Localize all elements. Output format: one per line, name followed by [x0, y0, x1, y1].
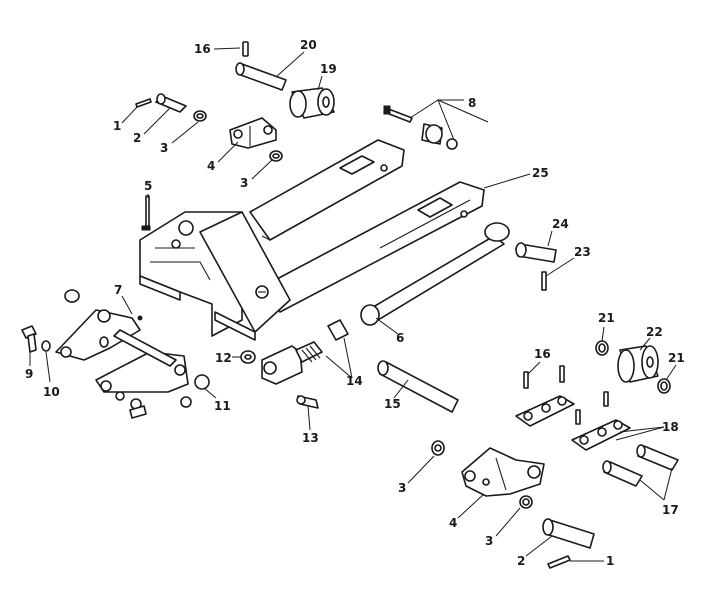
part-14-clevis [261, 319, 349, 385]
part-16-pins-group [523, 365, 609, 425]
part-17-rollers [602, 444, 679, 487]
callout-3: 3 [485, 534, 493, 548]
callout-15: 15 [384, 397, 401, 411]
part-4-link-bottom [461, 447, 545, 497]
callout-3: 3 [240, 176, 248, 190]
callout-13: 13 [302, 431, 319, 445]
part-1-pin-top [135, 98, 152, 108]
part-11-bushing [194, 374, 210, 390]
part-12-nut [240, 350, 256, 364]
callout-3: 3 [160, 141, 168, 155]
callout-5: 5 [144, 179, 152, 193]
callout-17: 17 [662, 503, 679, 517]
callout-2: 2 [133, 131, 141, 145]
callout-22: 22 [646, 325, 663, 339]
part-21-washer-b [657, 378, 671, 394]
callout-9: 9 [25, 367, 33, 381]
leader-lines [29, 47, 677, 562]
callout-21: 21 [598, 311, 615, 325]
callout-12: 12 [215, 351, 232, 365]
part-20-axle-top [235, 62, 287, 91]
part-5-pin-left [141, 195, 151, 231]
part-9-bolt [21, 325, 37, 353]
part-15-rod [377, 360, 459, 413]
callout-25: 25 [532, 166, 549, 180]
callout-7: 7 [114, 283, 122, 297]
part-7-linkage [55, 289, 192, 419]
callout-14: 14 [346, 374, 363, 388]
callout-4: 4 [449, 516, 457, 530]
part-19-roller-top [289, 87, 335, 119]
callout-19: 19 [320, 62, 337, 76]
part-23-pin [541, 271, 547, 291]
part-3-washer-b [269, 150, 283, 162]
callout-16: 16 [194, 42, 211, 56]
callout-10: 10 [43, 385, 60, 399]
callout-18: 18 [662, 420, 679, 434]
callout-16: 16 [534, 347, 551, 361]
part-10-nut [41, 340, 51, 352]
part-4-link-top [229, 117, 277, 149]
part-3-washer-a [193, 110, 207, 122]
part-2-axle-bottom [542, 518, 595, 549]
callout-6: 6 [396, 331, 404, 345]
part-8-bolt-roller-nut [383, 105, 458, 150]
callout-20: 20 [300, 38, 317, 52]
callout-labels: 16 20 19 1 2 3 4 3 8 25 5 24 23 7 6 21 2… [25, 38, 685, 568]
callout-1: 1 [606, 554, 614, 568]
part-16-pin-top [242, 41, 249, 57]
part-3-washer-c [431, 440, 445, 456]
callout-1: 1 [113, 119, 121, 133]
callout-23: 23 [574, 245, 591, 259]
main-frame [139, 139, 510, 341]
callout-11: 11 [214, 399, 231, 413]
callout-3: 3 [398, 481, 406, 495]
part-21-washer-a [595, 340, 609, 356]
callout-2: 2 [517, 554, 525, 568]
part-22-roller [617, 345, 659, 383]
part-2-axle-top [155, 93, 187, 113]
part-3-washer-d [519, 495, 533, 509]
callout-21: 21 [668, 351, 685, 365]
part-1-pin-bottom [547, 555, 571, 569]
callout-4: 4 [207, 159, 215, 173]
part-24-axle [515, 242, 557, 263]
callout-8: 8 [468, 96, 476, 110]
part-18-link-plates [515, 395, 631, 451]
callout-24: 24 [552, 217, 569, 231]
part-13-pin [296, 395, 319, 409]
